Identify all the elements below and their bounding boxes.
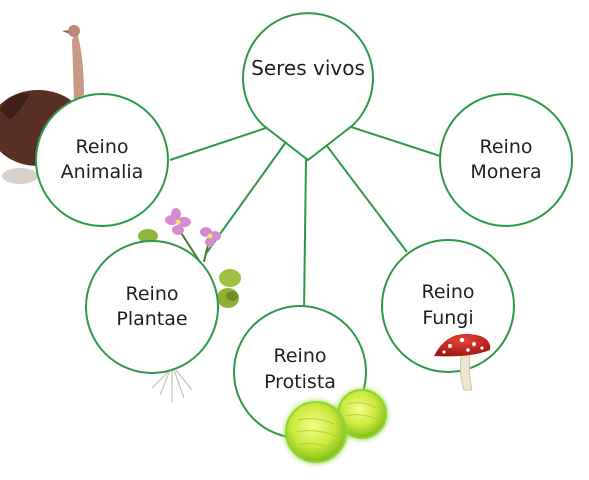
node-animalia-line1: Reino bbox=[76, 136, 129, 158]
connector-monera bbox=[341, 123, 441, 157]
connector-animalia bbox=[169, 125, 273, 161]
node-protista-line2: Protista bbox=[264, 371, 336, 393]
node-plantae: Reino Plantae bbox=[85, 240, 219, 374]
node-monera-line2: Monera bbox=[470, 161, 541, 183]
mushroom-illustration bbox=[434, 333, 491, 391]
node-monera: Reino Monera bbox=[439, 93, 573, 227]
node-animalia-line2: Animalia bbox=[61, 161, 144, 183]
node-plantae-line1: Reino bbox=[126, 283, 179, 305]
protist-cells-illustration bbox=[285, 389, 387, 463]
node-fungi-line2: Fungi bbox=[422, 307, 473, 329]
connector-fungi bbox=[323, 141, 408, 253]
node-plantae-line2: Plantae bbox=[116, 308, 187, 330]
node-fungi-line1: Reino bbox=[422, 281, 475, 303]
node-monera-line1: Reino bbox=[480, 136, 533, 158]
connectors bbox=[169, 123, 441, 313]
connector-protista bbox=[303, 157, 307, 313]
node-protista: Reino Protista bbox=[233, 305, 367, 439]
root-label: Seres vivos bbox=[251, 56, 365, 80]
root-node: Seres vivos bbox=[242, 12, 374, 162]
plant-illustration bbox=[138, 208, 241, 402]
node-animalia: Reino Animalia bbox=[35, 93, 169, 227]
node-protista-line1: Reino bbox=[274, 345, 327, 367]
roots bbox=[151, 369, 193, 402]
